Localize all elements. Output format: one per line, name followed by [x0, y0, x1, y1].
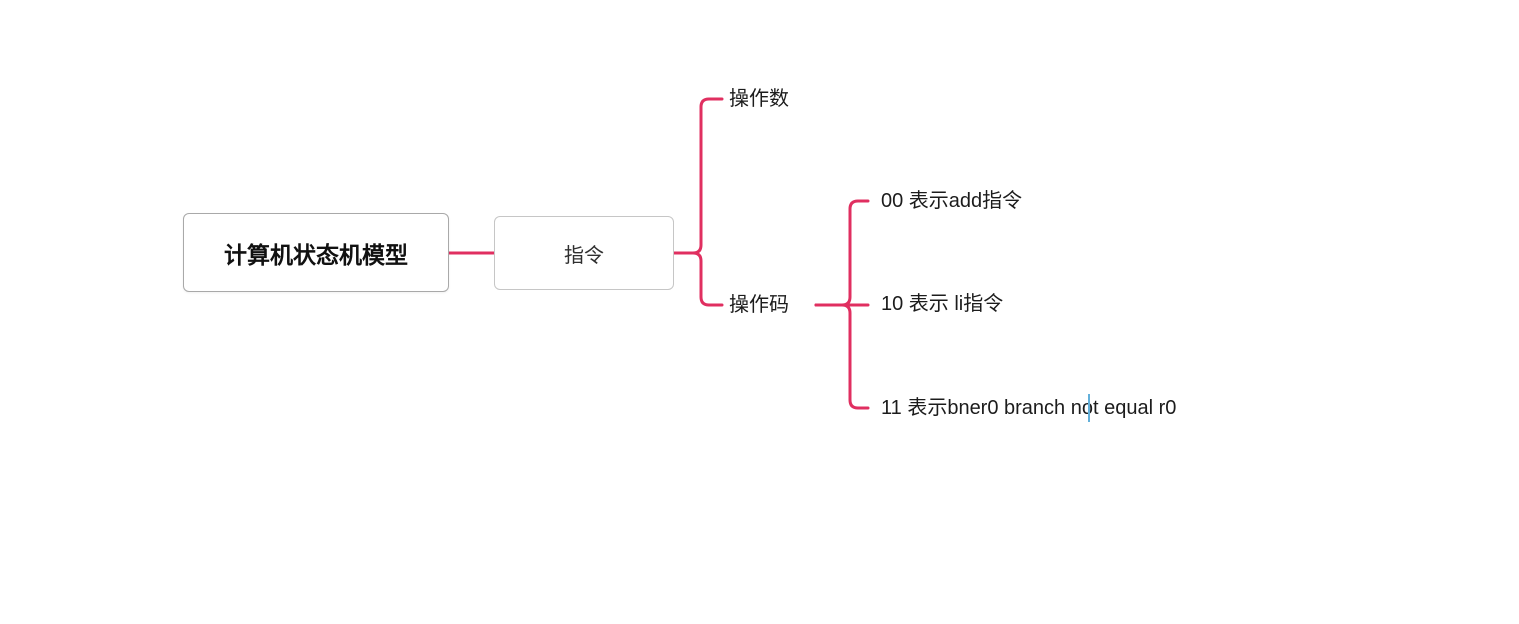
opcode-child-00-label: 00 表示add指令 [881, 190, 1023, 212]
operand-node-label: 操作数 [729, 88, 789, 110]
operand-node[interactable]: 操作数 [729, 86, 789, 113]
connector-instruction-operand [672, 97, 724, 255]
opcode-child-10-node[interactable]: 10 表示 li指令 [881, 291, 1003, 318]
root-node-label: 计算机状态机模型 [224, 241, 408, 268]
instruction-node[interactable]: 指令 [494, 216, 674, 290]
opcode-child-10-label: 10 表示 li指令 [881, 293, 1004, 315]
root-node[interactable]: 计算机状态机模型 [183, 213, 449, 292]
instruction-node-label: 指令 [564, 244, 604, 267]
connector-opcode-00 [814, 199, 870, 307]
text-cursor [1088, 394, 1090, 422]
opcode-node[interactable]: 操作码 [729, 292, 789, 319]
opcode-child-11-node[interactable]: 11 表示bner0 branch not equal r0 [881, 395, 1176, 422]
opcode-child-00-node[interactable]: 00 表示add指令 [881, 188, 1022, 215]
opcode-node-label: 操作码 [729, 294, 789, 316]
connector-instruction-opcode [672, 251, 724, 307]
opcode-child-11-label: 11 表示bner0 branch not equal r0 [881, 397, 1177, 419]
connector-opcode-11 [814, 303, 870, 410]
